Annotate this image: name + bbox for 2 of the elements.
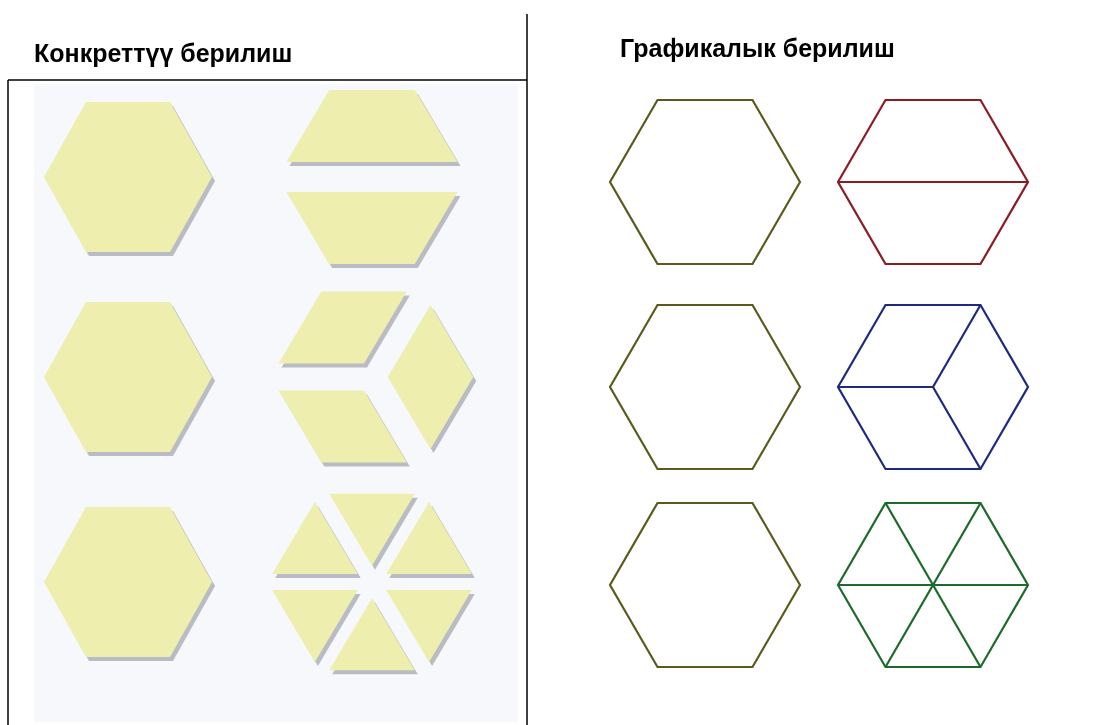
column-heading: Конкреттүү берилиш xyxy=(34,38,293,68)
column-heading: Графикалык берилиш xyxy=(620,33,895,63)
